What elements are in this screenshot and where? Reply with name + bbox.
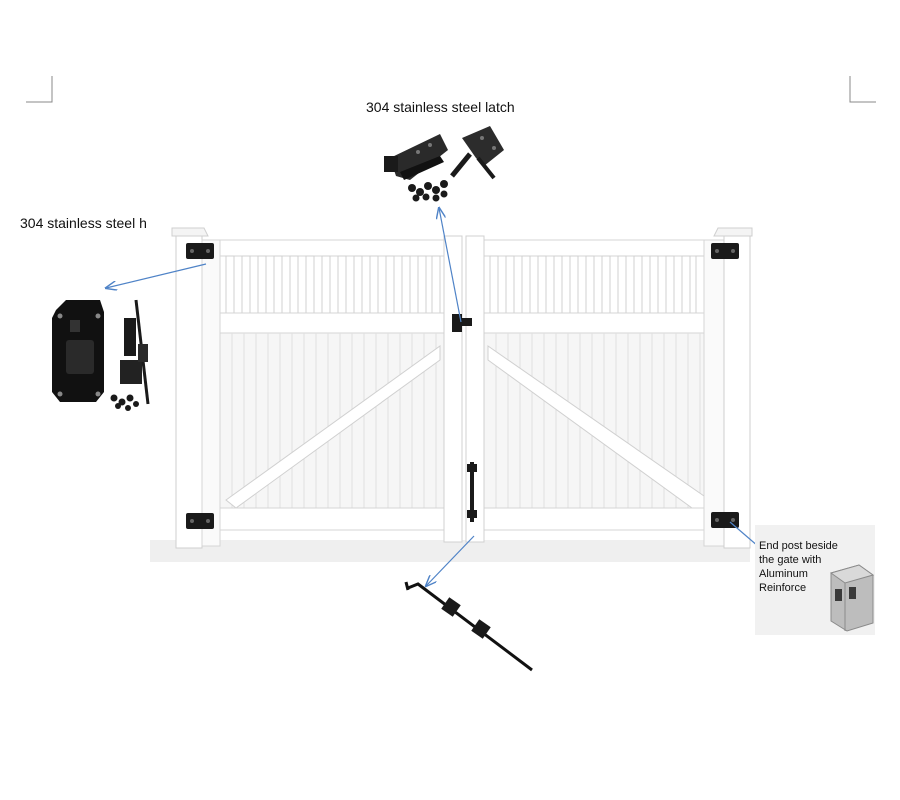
end-post-label-line: Reinforce: [759, 582, 807, 594]
arrow-to-hinge: [106, 263, 207, 288]
latch-label: 304 stainless steel latch: [366, 99, 515, 115]
hinge-label: 304 stainless steel h: [20, 215, 147, 231]
ground-shadow: [150, 540, 750, 562]
left-gate-leaf: [217, 239, 445, 531]
end-post-label-line: End post beside: [759, 540, 838, 552]
end-post-label-line: the gate with: [759, 554, 822, 566]
page-corner-marks: [26, 76, 876, 103]
left-post: [171, 227, 221, 549]
gate-hinge-top-right: [711, 243, 739, 259]
arrow-to-drop-rod: [426, 535, 475, 586]
left-center-stile: [443, 235, 463, 543]
gate-drop-rod: [467, 462, 477, 522]
end-post-label: End post beside the gate with Aluminum R…: [759, 539, 859, 595]
end-post-label-line: Aluminum: [759, 568, 808, 580]
right-gate-leaf: [483, 239, 707, 531]
aluminum-post-icon: [829, 564, 875, 632]
end-post-panel: [755, 525, 875, 635]
arrow-to-latch: [439, 208, 462, 323]
gate-hinge-bottom-left: [186, 513, 214, 529]
right-post: [703, 227, 753, 549]
gate-hinge-top-left: [186, 243, 214, 259]
latch-icon: [384, 126, 504, 202]
gate-latch: [452, 314, 472, 332]
right-center-stile: [465, 235, 485, 543]
drop-rod-icon: [404, 581, 533, 672]
hinge-icon: [52, 299, 150, 411]
